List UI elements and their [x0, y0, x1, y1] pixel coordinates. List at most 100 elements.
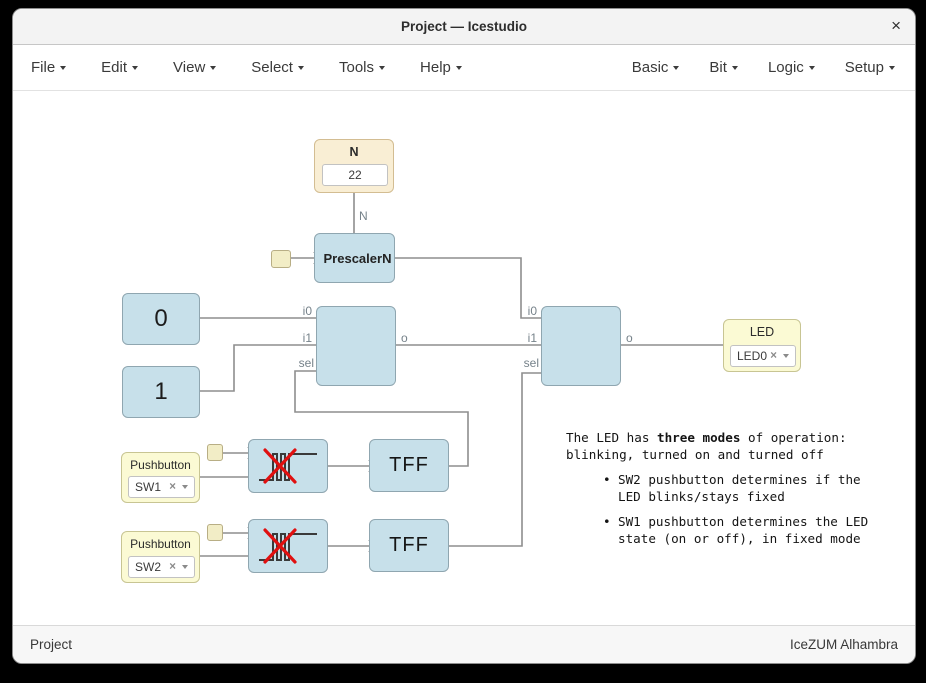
menu-group-right: Basic Bit Logic Setup: [632, 59, 895, 76]
footer-project-label: Project: [30, 637, 73, 652]
port-label-o: o: [401, 331, 408, 345]
app-window: Project — Icestudio × File Edit View Sel…: [12, 8, 916, 664]
annotation-intro-prefix: The LED has: [566, 430, 657, 445]
menu-help[interactable]: Help: [420, 59, 462, 76]
led-pin-select[interactable]: LED0 ×: [730, 345, 796, 367]
port-label-o: o: [626, 331, 633, 345]
menu-view-label: View: [173, 59, 206, 76]
caret-down-icon[interactable]: [182, 485, 188, 489]
menubar: File Edit View Select Tools Help Basic B…: [13, 45, 915, 91]
menu-file-label: File: [31, 59, 56, 76]
prescaler-label: PrescalerN: [323, 250, 392, 266]
menu-view[interactable]: View: [173, 59, 217, 76]
wire-label-n: N: [359, 209, 368, 223]
clock-pin-block[interactable]: [207, 444, 223, 461]
debounce-icon: [259, 448, 317, 484]
bit0-label: 0: [154, 305, 168, 332]
port-label-i1: i1: [302, 331, 312, 345]
constant-bit1-block[interactable]: 1: [122, 366, 200, 418]
clear-icon[interactable]: ×: [770, 350, 777, 362]
caret-down-icon[interactable]: [783, 354, 789, 358]
annotation-intro-suffix: of operation: blinking, turned on and tu…: [566, 430, 847, 462]
menu-logic[interactable]: Logic: [768, 59, 815, 76]
menu-bit-label: Bit: [709, 59, 727, 76]
debounce-icon: [259, 528, 317, 564]
caret-down-icon: [60, 65, 67, 70]
port-label-i1: i1: [527, 331, 537, 345]
menu-tools-label: Tools: [338, 59, 375, 76]
mux2-block[interactable]: [541, 306, 621, 386]
caret-down-icon: [808, 65, 815, 70]
port-label-i0: i0: [302, 304, 312, 318]
menu-edit-label: Edit: [101, 59, 128, 76]
pushbutton1-pin-select[interactable]: SW1 ×: [128, 476, 195, 498]
menu-setup[interactable]: Setup: [845, 59, 895, 76]
led-output-block[interactable]: LED LED0 ×: [723, 319, 801, 372]
debounce1-block[interactable]: [248, 439, 328, 493]
pushbutton1-block[interactable]: Pushbutton SW1 ×: [121, 452, 200, 503]
bit1-label: 1: [154, 378, 168, 405]
menu-basic-label: Basic: [631, 59, 669, 76]
pushbutton1-pin-value: SW1: [135, 480, 162, 494]
statusbar: Project IceZUM Alhambra: [13, 625, 915, 663]
wire[interactable]: [395, 257, 541, 319]
caret-down-icon: [132, 65, 139, 70]
tff1-block[interactable]: TFF: [369, 439, 449, 492]
menu-select[interactable]: Select: [251, 59, 304, 76]
constant-bit0-block[interactable]: 0: [122, 293, 200, 345]
annotation-bullet-2-text: SW1 pushbutton determines the LED state …: [618, 514, 869, 546]
clock-pin-block[interactable]: [207, 524, 223, 541]
pushbutton2-block[interactable]: Pushbutton SW2 ×: [121, 531, 200, 583]
menu-bit[interactable]: Bit: [709, 59, 738, 76]
schematic-canvas[interactable]: N 22 N PrescalerN 0 1 i0 i1 sel o i0 i1 …: [13, 91, 915, 626]
debounce2-block[interactable]: [248, 519, 328, 573]
caret-down-icon: [210, 65, 217, 70]
led-pin-value: LED0: [737, 349, 768, 363]
pushbutton1-title: Pushbutton: [130, 458, 191, 472]
bullet-icon: •: [603, 472, 611, 487]
bullet-icon: •: [603, 514, 611, 529]
titlebar: Project — Icestudio ×: [13, 9, 915, 45]
menu-group-left: File Edit View Select Tools Help: [31, 59, 462, 76]
constant-value-input[interactable]: 22: [322, 164, 388, 186]
pushbutton2-pin-value: SW2: [135, 560, 162, 574]
caret-down-icon: [889, 65, 895, 70]
menu-logic-label: Logic: [767, 59, 804, 76]
clock-pin-block[interactable]: [271, 250, 291, 268]
led-block-title: LED: [749, 325, 775, 339]
wire[interactable]: [449, 372, 541, 547]
mux1-block[interactable]: [316, 306, 396, 386]
menu-file[interactable]: File: [31, 59, 67, 76]
clear-icon[interactable]: ×: [169, 561, 176, 573]
caret-down-icon: [455, 65, 462, 70]
tff2-block[interactable]: TFF: [369, 519, 449, 572]
pushbutton2-pin-select[interactable]: SW2 ×: [128, 556, 195, 578]
prescaler-block[interactable]: PrescalerN: [314, 233, 395, 283]
menu-setup-label: Setup: [844, 59, 884, 76]
annotation-bullet-2: • SW1 pushbutton determines the LED state…: [566, 513, 876, 547]
menu-tools[interactable]: Tools: [338, 59, 386, 76]
pushbutton2-title: Pushbutton: [130, 537, 191, 551]
annotation-intro: The LED has three modes of operation: bl…: [566, 429, 876, 463]
wire[interactable]: [294, 370, 469, 467]
footer-board-label: IceZUM Alhambra: [789, 637, 898, 652]
tff1-label: TFF: [389, 454, 429, 476]
caret-down-icon: [731, 65, 738, 70]
annotation-bullet-1-text: SW2 pushbutton determines if the LED bli…: [618, 472, 861, 504]
tff2-label: TFF: [389, 534, 429, 556]
caret-down-icon: [379, 65, 386, 70]
caret-down-icon: [673, 65, 680, 70]
constant-block-n[interactable]: N 22: [314, 139, 394, 193]
port-label-i0: i0: [527, 304, 537, 318]
wire[interactable]: [200, 344, 316, 392]
annotation-bullet-1: • SW2 pushbutton determines if the LED bl…: [566, 471, 876, 505]
close-icon[interactable]: ×: [891, 16, 901, 35]
menu-select-label: Select: [251, 59, 293, 76]
clear-icon[interactable]: ×: [169, 481, 176, 493]
port-label-sel: sel: [298, 356, 314, 370]
menu-basic[interactable]: Basic: [632, 59, 680, 76]
menu-help-label: Help: [420, 59, 451, 76]
window-title: Project — Icestudio: [400, 19, 528, 34]
caret-down-icon[interactable]: [182, 565, 188, 569]
menu-edit[interactable]: Edit: [101, 59, 139, 76]
